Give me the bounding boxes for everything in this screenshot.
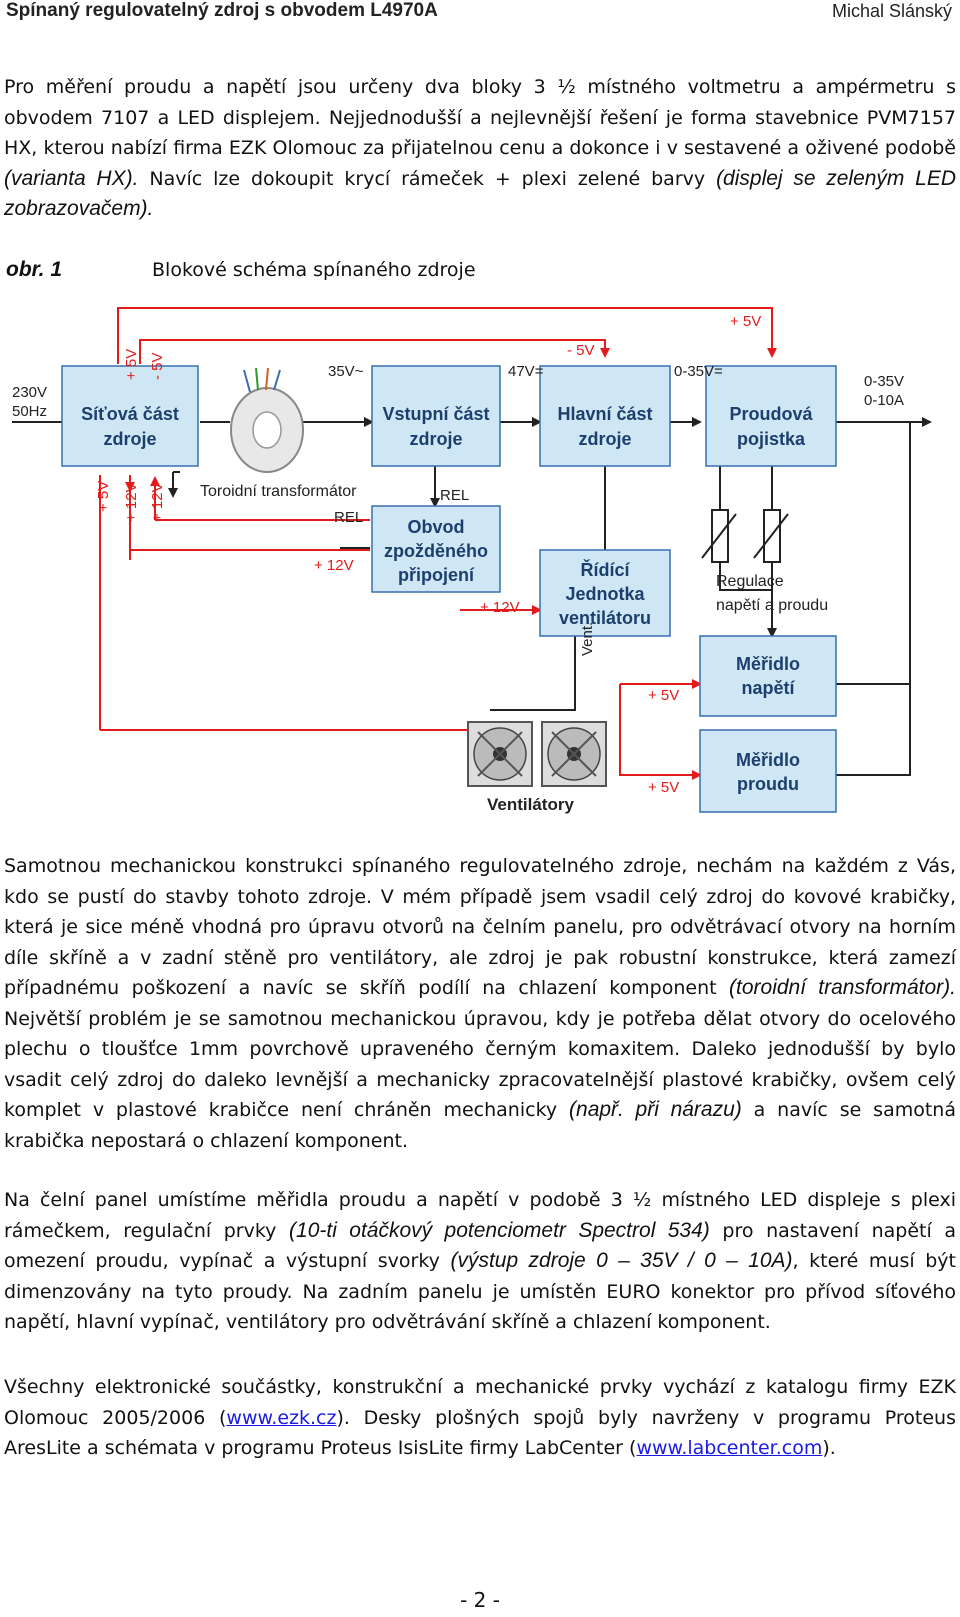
document-title: Spínaný regulovatelný zdroj s obvodem L4… bbox=[6, 0, 438, 21]
block-meridlo-proudu-line1: Měřidlo bbox=[736, 750, 800, 770]
block-meridlo-napeti: Měřidlo napětí bbox=[699, 635, 837, 717]
block-obvod-line3: připojení bbox=[398, 565, 475, 585]
label-plus5v-napeti: + 5V bbox=[648, 687, 679, 704]
block-obvod-line2: zpožděného bbox=[384, 541, 488, 561]
link-labcenter[interactable]: www.labcenter.com bbox=[636, 1437, 823, 1459]
label-0-35vdc: 0-35V= bbox=[674, 363, 723, 380]
block-vstupni-line2: zdroje bbox=[409, 429, 462, 449]
block-meridlo-napeti-line1: Měřidlo bbox=[736, 654, 800, 674]
block-meridlo-napeti-line2: napětí bbox=[741, 678, 795, 698]
potentiometer-icons bbox=[701, 509, 789, 563]
label-rel-2: REL bbox=[440, 487, 469, 504]
body-paragraph-2: Na čelní panel umístíme měřidla proudu a… bbox=[4, 1189, 957, 1333]
label-plus12v-obvod: + 12V bbox=[314, 557, 354, 574]
label-rel-1: REL bbox=[334, 509, 363, 526]
document-author: Michal Slánský bbox=[831, 1, 952, 21]
label-plus5v-top: + 5V bbox=[730, 313, 761, 330]
label-minus5v-top: - 5V bbox=[567, 342, 595, 359]
label-47vdc: 47V= bbox=[508, 363, 544, 380]
block-hlavni-line2: zdroje bbox=[578, 429, 631, 449]
label-plus12v-bottom-2: + 12V bbox=[149, 482, 166, 522]
block-sitova-line1: Síťová část bbox=[81, 404, 179, 424]
figure-label: obr. 1 bbox=[6, 258, 63, 281]
block-ridici-line2: Jednotka bbox=[565, 584, 645, 604]
block-hlavni-line1: Hlavní část bbox=[557, 404, 652, 424]
label-regulace-1: Regulace bbox=[716, 573, 784, 590]
block-diagram: Síťová část zdroje Vstupní část zdroje H… bbox=[12, 307, 932, 814]
label-mains-2: 50Hz bbox=[12, 403, 47, 420]
supply-lines bbox=[99, 307, 777, 780]
block-vstupni-line1: Vstupní část bbox=[382, 404, 489, 424]
label-mains-1: 230V bbox=[12, 384, 47, 401]
label-35vac: 35V~ bbox=[328, 363, 364, 380]
label-regulace-2: napětí a proudu bbox=[716, 597, 828, 614]
label-output-2: 0-10A bbox=[864, 392, 904, 409]
block-sitova-line2: zdroje bbox=[103, 429, 156, 449]
block-sitova: Síťová část zdroje bbox=[61, 365, 199, 467]
label-plus5v-sit: + 5V bbox=[123, 349, 140, 380]
body-paragraph-1: Samotnou mechanickou konstrukci spínanéh… bbox=[4, 855, 956, 1152]
block-proudova: Proudová pojistka bbox=[705, 365, 837, 467]
label-minus5v-sit: - 5V bbox=[149, 352, 166, 380]
label-vent: Vent. bbox=[579, 622, 596, 656]
block-proudova-line2: pojistka bbox=[737, 429, 806, 449]
label-plus5v-bottom: + 5V bbox=[95, 481, 112, 512]
page-number: - 2 - bbox=[460, 1588, 500, 1612]
block-meridlo-proudu-line2: proudu bbox=[737, 774, 799, 794]
fan-icons bbox=[467, 721, 607, 787]
block-proudova-line1: Proudová bbox=[729, 404, 813, 424]
label-plus5v-proudu: + 5V bbox=[648, 779, 679, 796]
figure-caption: Blokové schéma spínaného zdroje bbox=[152, 259, 476, 281]
block-ridici: Řídící Jednotka ventilátoru bbox=[539, 549, 671, 637]
label-plus12v-ridici: + 12V bbox=[480, 599, 520, 616]
block-obvod: Obvod zpožděného připojení bbox=[371, 505, 501, 593]
block-ridici-line3: ventilátoru bbox=[559, 608, 651, 628]
signal-lines bbox=[12, 417, 932, 776]
block-obvod-line1: Obvod bbox=[408, 517, 465, 537]
label-transformer: Toroidní transformátor bbox=[200, 483, 357, 500]
block-meridlo-proudu: Měřidlo proudu bbox=[699, 729, 837, 813]
intro-paragraph: Pro měření proudu a napětí jsou určeny d… bbox=[4, 76, 956, 220]
label-ventilatory: Ventilátory bbox=[487, 795, 574, 814]
label-output-1: 0-35V bbox=[864, 373, 904, 390]
link-ezk[interactable]: www.ezk.cz bbox=[226, 1406, 337, 1429]
toroid-transformer-icon bbox=[230, 367, 304, 473]
block-hlavni: Hlavní část zdroje bbox=[539, 365, 671, 467]
body-paragraph-3: Všechny elektronické součástky, konstruk… bbox=[4, 1376, 956, 1459]
block-ridici-line1: Řídící bbox=[580, 559, 630, 580]
label-plus12v-bottom-1: + 12V bbox=[123, 482, 140, 522]
block-vstupni: Vstupní část zdroje bbox=[371, 365, 501, 467]
